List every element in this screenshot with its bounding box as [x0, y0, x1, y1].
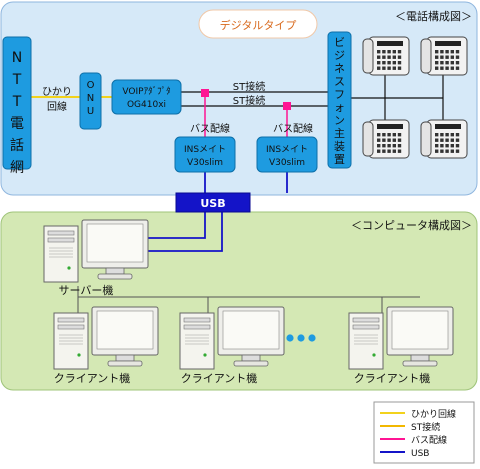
- legend-label: USB: [411, 449, 429, 459]
- phone-handset-icon: [420, 119, 468, 159]
- bus-wiring-label: バス配線: [190, 122, 230, 135]
- client-computers: [53, 306, 454, 370]
- legend-item: ひかり回線: [380, 408, 456, 420]
- usb-line: [148, 212, 223, 252]
- computer-diagram-title: ＜コンピュータ構成図＞: [351, 219, 472, 232]
- usb-line: [148, 212, 206, 239]
- hikari-line-label: ひかり回線: [42, 86, 72, 113]
- ins-meite-model: V30slim: [269, 158, 305, 168]
- ins-meite-model: V30slim: [187, 158, 223, 168]
- server-label: サーバー機: [59, 283, 114, 297]
- phone-handset-icon: [362, 119, 410, 159]
- client-label: クライアント機: [181, 371, 258, 385]
- legend-item: USB: [380, 449, 429, 459]
- ins-meite-label: INSメイト: [184, 145, 226, 155]
- client-computer-icon: [348, 306, 454, 370]
- legend-label: バス配線: [411, 434, 447, 446]
- legend-label: ST接続: [411, 421, 440, 433]
- usb-hub: USB: [175, 192, 251, 213]
- usb-label: USB: [200, 197, 225, 210]
- client-label: クライアント機: [354, 371, 431, 385]
- phone-diagram-title: ＜電話構成図＞: [395, 9, 472, 23]
- business-phone-label: ビジネスフォン主装置: [334, 36, 345, 166]
- bus-junction-marker: [201, 89, 209, 97]
- st-connection-label: ST接続: [233, 80, 265, 93]
- bus-junction-marker: [283, 102, 291, 110]
- bus-wiring-label: バス配線: [273, 122, 313, 135]
- phone-handset-icon: [362, 36, 410, 76]
- ins-meite-label: INSメイト: [266, 145, 308, 155]
- voip-adapter-model: OG410xi: [127, 100, 166, 110]
- digital-type-badge: デジタルタイプ: [198, 9, 318, 39]
- voip-adapter-label: VOIPｱﾀﾞﾌﾟﾀ: [122, 86, 170, 97]
- legend-label: ひかり回線: [411, 408, 456, 420]
- legend-item: バス配線: [380, 434, 447, 446]
- ins-meite-device: INSメイト V30slim: [174, 136, 236, 173]
- legend-item: ST接続: [380, 421, 440, 433]
- business-phone-main-unit: ビジネスフォン主装置: [327, 31, 352, 169]
- more-clients-ellipsis: [286, 334, 316, 342]
- ins-meite-device: INSメイト V30slim: [256, 136, 318, 173]
- phone-handsets: [362, 36, 468, 159]
- digital-type-label: デジタルタイプ: [220, 18, 297, 32]
- phone-handset-icon: [420, 36, 468, 76]
- client-computer-icon: [179, 306, 285, 370]
- server-computer-icon: [43, 219, 149, 283]
- server-computer: [43, 219, 149, 283]
- client-computer-icon: [53, 306, 159, 370]
- voip-adapter: VOIPｱﾀﾞﾌﾟﾀ OG410xi: [111, 79, 182, 115]
- st-connection-label: ST接続: [233, 94, 265, 107]
- client-label: クライアント機: [54, 371, 131, 385]
